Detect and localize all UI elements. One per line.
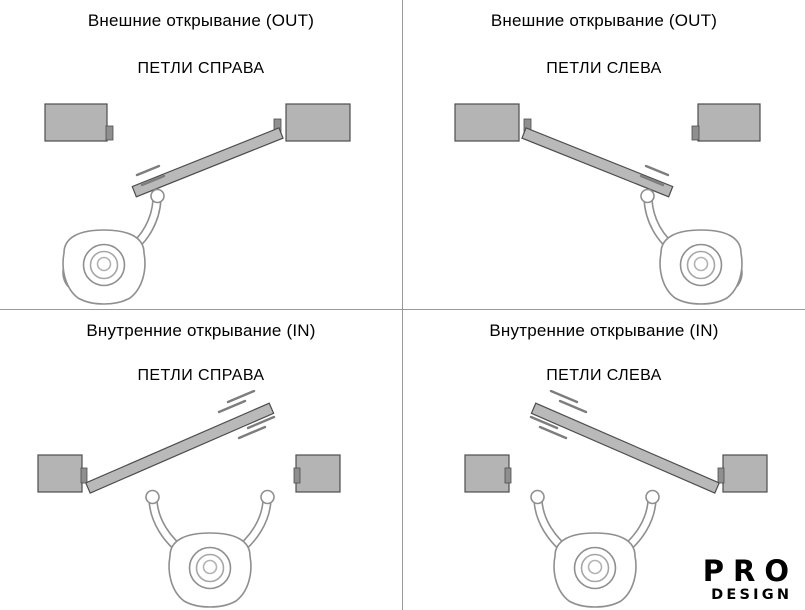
quadrant-out-hinges-right: Внешние открывание (OUT) ПЕТЛИ СПРАВА	[0, 0, 403, 310]
quadrant-title: Внутренние открывание (IN)	[489, 321, 719, 340]
logo-text-pro: PRO	[702, 553, 798, 588]
quadrant-subtitle: ПЕТЛИ СЛЕВА	[546, 367, 662, 384]
quadrant-title: Внутренние открывание (IN)	[86, 321, 316, 340]
diagram-out-hinges-left	[403, 89, 805, 309]
brand-logo: PRO DESIGN	[703, 556, 793, 603]
quadrant-in-hinges-left: Внутренние открывание (IN) ПЕТЛИ СЛЕВА	[403, 310, 805, 610]
quadrant-title: Внешние открывание (OUT)	[490, 11, 718, 30]
diagram-in-hinges-right	[0, 390, 402, 610]
quadrant-subtitle: ПЕТЛИ СПРАВА	[137, 367, 265, 384]
quadrant-out-hinges-left: Внешние открывание (OUT) ПЕТЛИ СЛЕВА	[403, 0, 805, 310]
quadrant-title: Внешние открывание (OUT)	[87, 11, 315, 30]
quadrant-subtitle: ПЕТЛИ СПРАВА	[137, 60, 265, 77]
quadrant-subtitle: ПЕТЛИ СЛЕВА	[546, 60, 662, 77]
logo-text-design: DESIGN	[711, 586, 793, 603]
quadrant-in-hinges-right: Внутренние открывание (IN) ПЕТЛИ СПРАВА	[0, 310, 403, 610]
diagram-out-hinges-right	[0, 89, 402, 309]
